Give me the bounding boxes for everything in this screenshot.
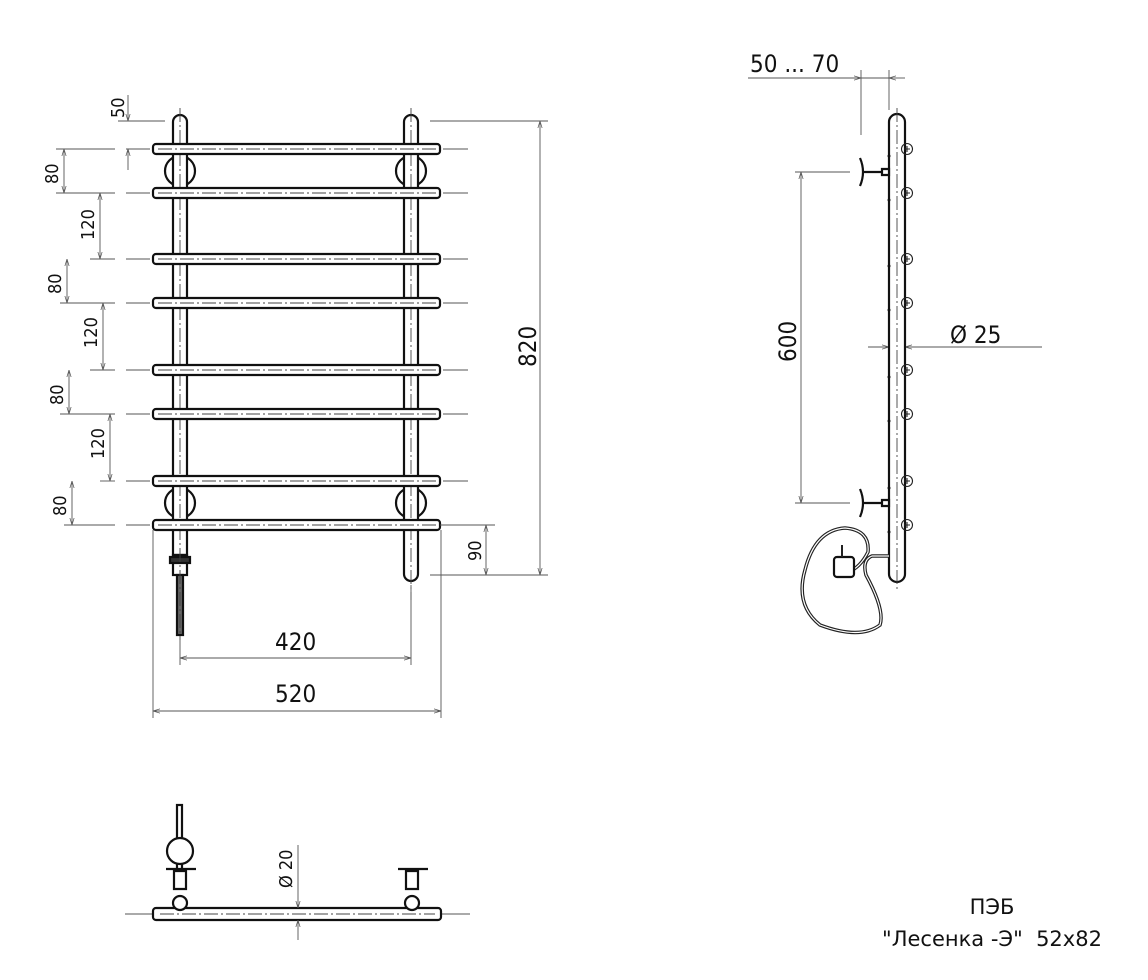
dim-80: 80 [47,384,68,405]
dim-120: 120 [88,428,109,459]
bar-end-cap [900,296,914,310]
side-pipe [887,112,907,584]
side-view: 50 ... 70 600 Ø 25 [748,50,1042,635]
bar-end-cap [900,518,914,532]
dim-50: 50 [108,97,129,118]
towel-bars [135,142,468,532]
power-cable [800,526,889,635]
dim-bar-diameter: Ø 20 [276,850,297,889]
dim-80: 80 [42,163,63,184]
wall-flanges [163,154,428,520]
dim-90: 90 [465,540,486,561]
dim-820: 820 [514,326,542,367]
bar-end-cap [900,186,914,200]
top-view: Ø 20 [125,803,470,940]
dim-120: 120 [81,317,102,348]
bar-end-cap [900,407,914,421]
dim-pipe-diameter: Ø 25 [950,321,1001,349]
right-dimensions [152,120,548,718]
dim-520: 520 [275,680,316,708]
wall-brackets [858,157,891,518]
left-dimensions [56,95,165,526]
dim-600: 600 [774,321,802,362]
dim-120: 120 [78,209,99,240]
plug-icon [832,555,856,579]
front-view: 50 80 120 80 120 80 120 80 820 90 420 52… [42,95,548,718]
product-code: ПЭБ [970,895,1015,919]
dim-80: 80 [50,495,71,516]
bar-end-cap [900,252,914,266]
product-name: "Лесенка -Э" 52x82 [882,927,1102,951]
right-post [402,113,420,583]
dim-80: 80 [45,273,66,294]
dim-wall-offset: 50 ... 70 [750,50,839,78]
bar-end-cap [900,474,914,488]
bar-end-cap [900,142,914,156]
title-block: ПЭБ "Лесенка -Э" 52x82 [882,895,1102,951]
bar-ends [887,142,914,534]
dim-420: 420 [275,628,316,656]
bar-end-cap [900,363,914,377]
top-brackets [165,803,428,912]
